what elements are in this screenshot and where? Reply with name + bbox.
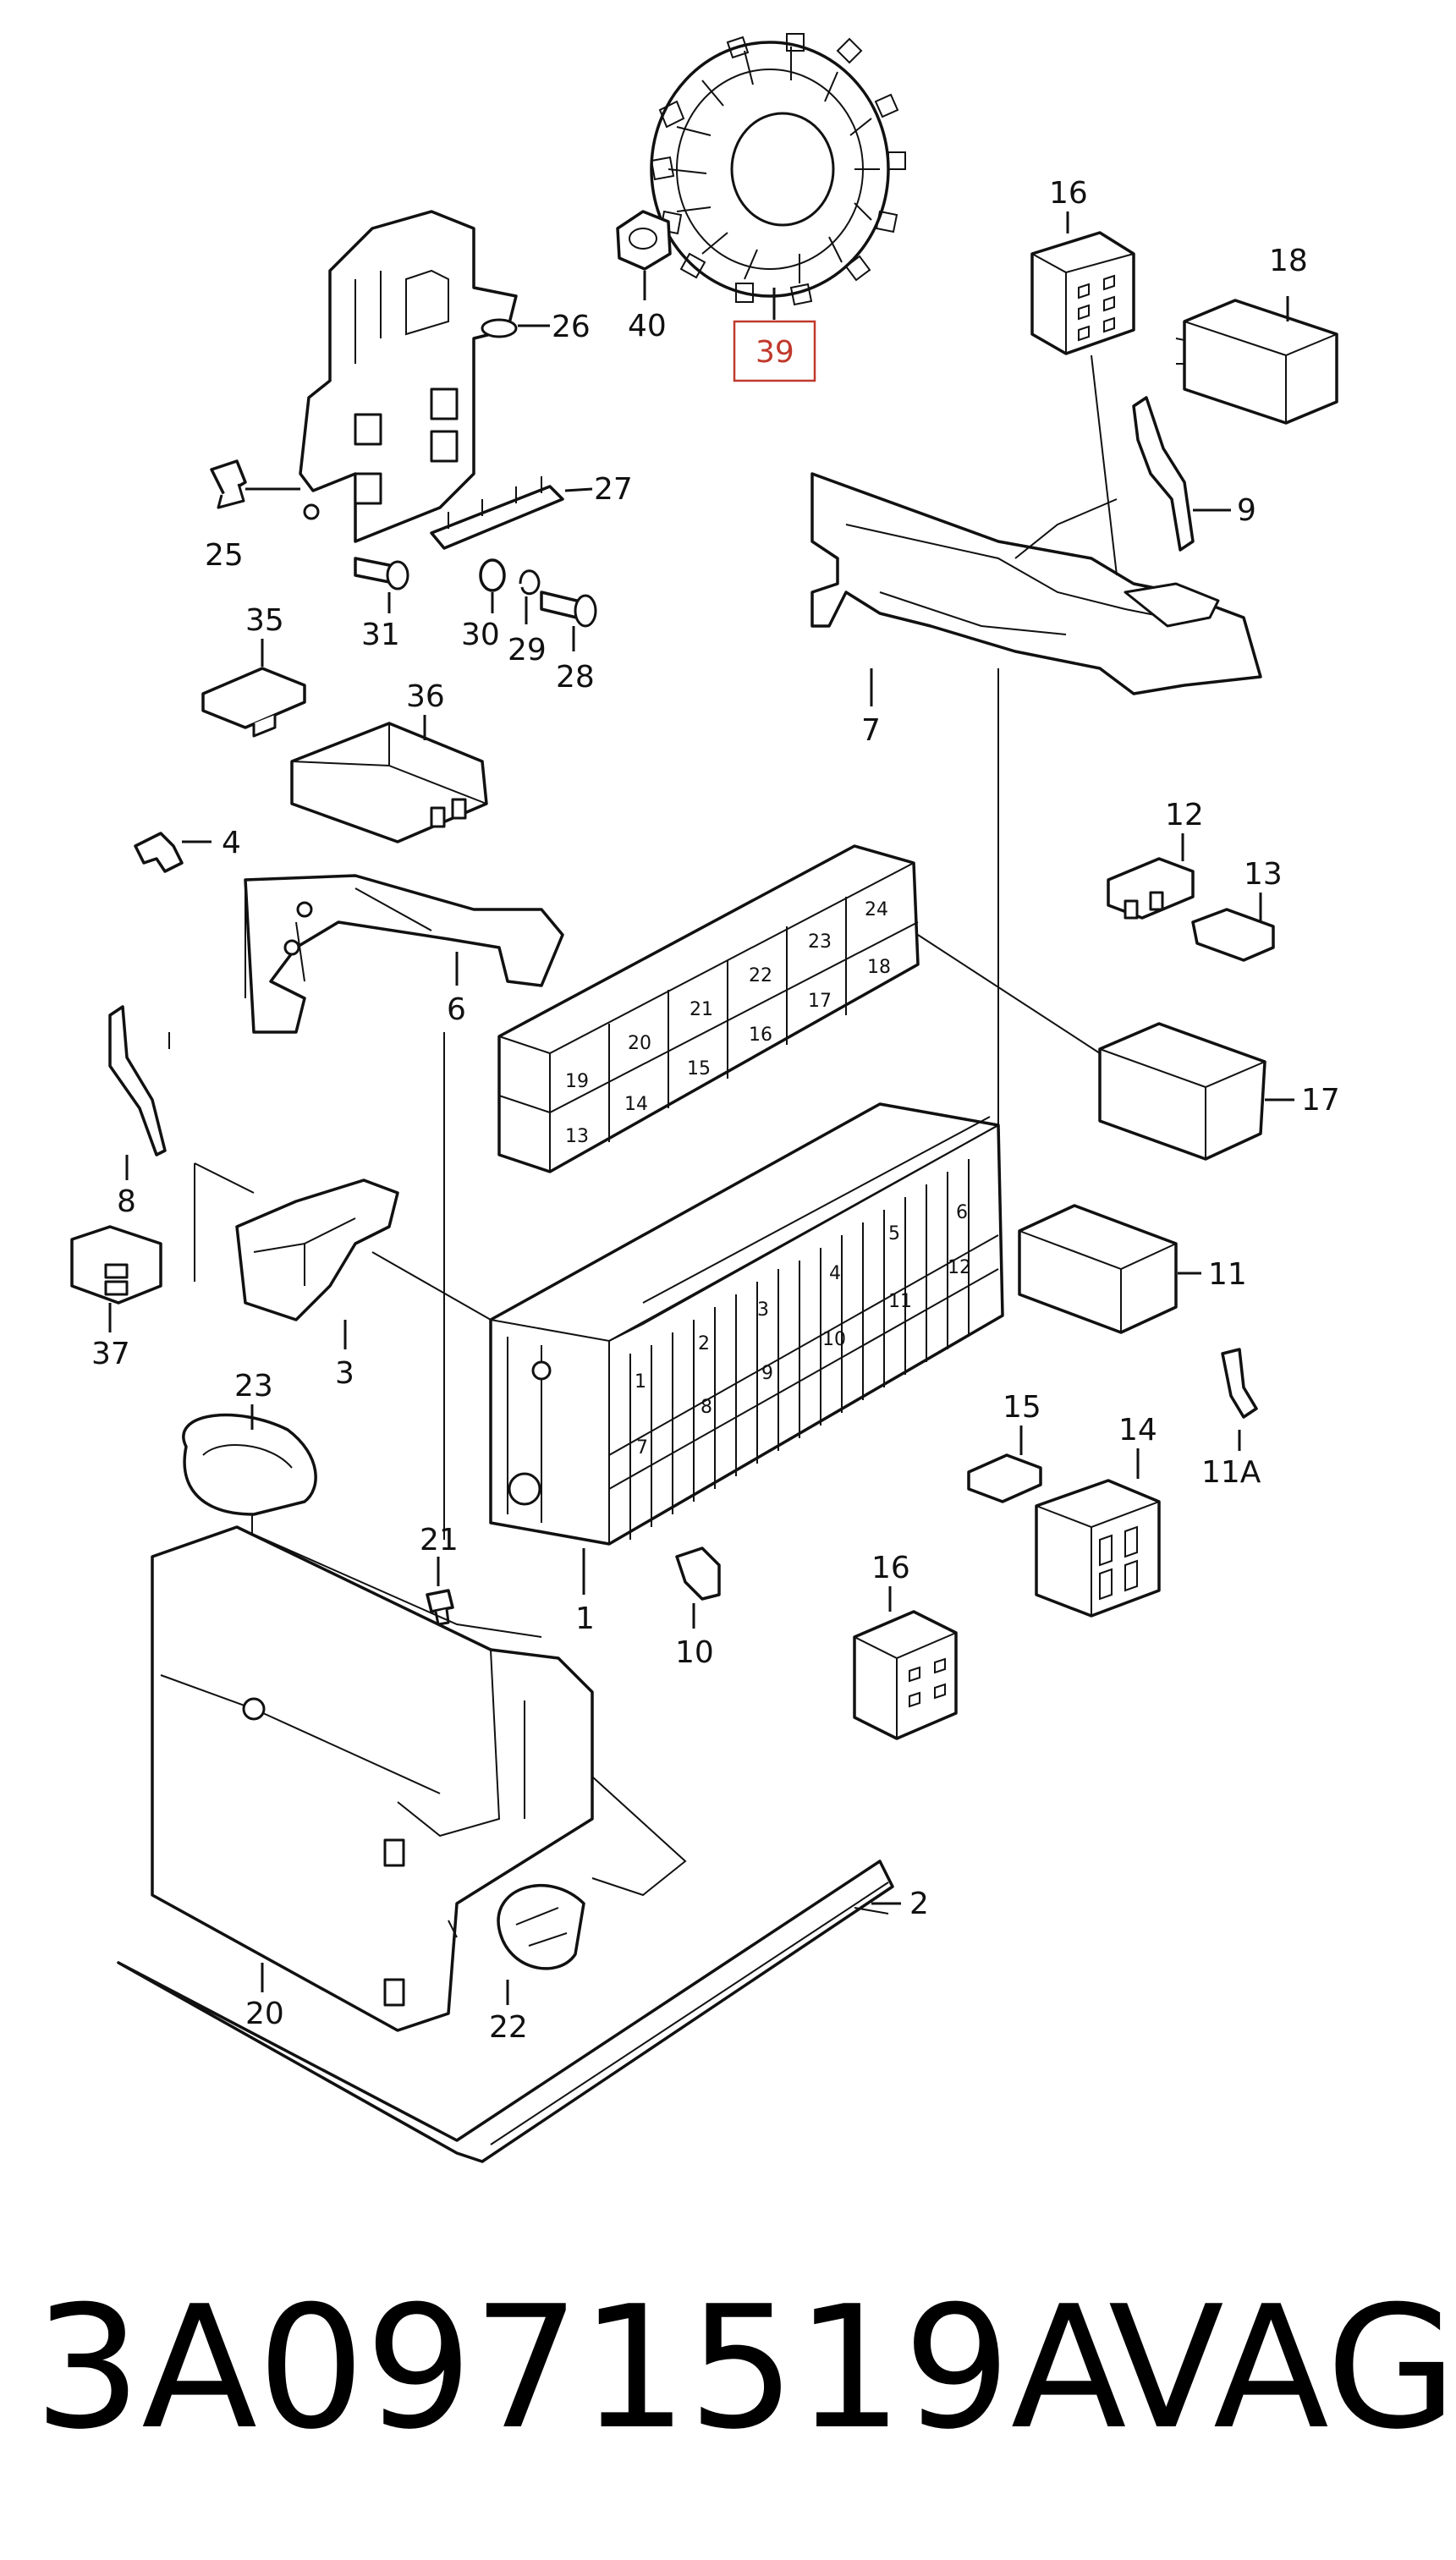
part-4-clip (134, 832, 184, 873)
callout-17: 17 (1301, 1083, 1340, 1118)
callout-11: 11 (1208, 1257, 1247, 1292)
callout-10: 10 (675, 1635, 714, 1670)
highlight-box-39 (733, 320, 816, 382)
relay-slot-21: 21 (690, 999, 713, 1020)
callout-8: 8 (117, 1184, 136, 1219)
relay-slot-22: 22 (749, 965, 772, 986)
callout-39: 39 (755, 335, 794, 370)
callout-23: 23 (234, 1369, 273, 1404)
callout-4: 4 (222, 826, 241, 860)
callout-25: 25 (205, 538, 244, 573)
relay-slot-15: 15 (687, 1058, 711, 1079)
callout-14: 14 (1118, 1413, 1157, 1448)
part-25-clip (210, 459, 247, 509)
callout-36: 36 (406, 679, 445, 714)
fuse-slot-12: 12 (948, 1257, 971, 1278)
brand-name: VAG (1108, 2270, 1456, 2467)
part-35-fuse (201, 667, 306, 738)
part-16-relay-socket-lower (853, 1610, 958, 1740)
callout-7: 7 (861, 713, 881, 748)
part-36-fuse-holder (290, 722, 488, 843)
fuse-slot-5: 5 (888, 1223, 900, 1244)
callout-21: 21 (420, 1523, 459, 1557)
part-10-clip (675, 1546, 721, 1601)
callout-13: 13 (1244, 857, 1283, 892)
part-16-relay-socket-upper (1030, 231, 1135, 355)
relay-slot-18: 18 (867, 957, 891, 978)
callout-2: 2 (909, 1887, 929, 1921)
part-11a-clip (1221, 1348, 1258, 1419)
fuse-slot-7: 7 (636, 1437, 648, 1459)
relay-slot-19: 19 (565, 1071, 589, 1092)
callout-3: 3 (335, 1356, 354, 1391)
callout-28: 28 (556, 660, 595, 695)
callout-22: 22 (489, 2010, 528, 2045)
fuse-slot-1: 1 (635, 1371, 646, 1393)
part-27-strip (430, 476, 564, 550)
callout-16-lower: 16 (871, 1551, 910, 1585)
fuse-slot-2: 2 (698, 1333, 710, 1354)
callout-6: 6 (447, 992, 466, 1027)
callout-30: 30 (461, 618, 500, 652)
part-23-clamp (182, 1413, 317, 1516)
callout-18: 18 (1269, 244, 1308, 278)
part-20-housing (151, 1525, 594, 2032)
relay-slot-16: 16 (749, 1025, 772, 1046)
fuse-slot-10: 10 (822, 1329, 846, 1350)
relay-slot-17: 17 (808, 991, 832, 1012)
part-18-relay (1175, 299, 1338, 425)
part-26-bracket (299, 210, 518, 543)
part-21-screw (426, 1589, 454, 1626)
fuse-slot-4: 4 (829, 1263, 841, 1284)
part-29-spring-washer (519, 569, 541, 596)
part-31-screw (354, 557, 409, 591)
callout-12: 12 (1165, 798, 1204, 832)
callout-26: 26 (552, 310, 591, 344)
part-number: 3A0971519A (34, 2270, 1127, 2467)
part-13-connector (1191, 908, 1275, 962)
fuse-slot-6: 6 (956, 1202, 968, 1223)
callout-16-upper: 16 (1049, 176, 1088, 211)
callout-11a: 11A (1201, 1455, 1261, 1490)
callout-27: 27 (594, 472, 633, 507)
fuse-slot-11: 11 (888, 1291, 912, 1312)
part-11-relay (1018, 1204, 1178, 1334)
callout-1: 1 (575, 1601, 595, 1636)
callout-35: 35 (245, 603, 284, 638)
fuse-slot-3: 3 (757, 1299, 769, 1321)
relay-slot-14: 14 (624, 1094, 648, 1115)
relay-slot-24: 24 (865, 899, 888, 920)
relay-slot-13: 13 (565, 1126, 589, 1147)
callout-9: 9 (1237, 493, 1256, 528)
fuse-slot-8: 8 (701, 1397, 712, 1418)
part-2-tray (117, 1860, 894, 2163)
part-6-bracket (244, 874, 564, 1034)
part-7-bracket (810, 472, 1262, 695)
part-9-bracket (1132, 396, 1195, 552)
relay-slot-23: 23 (808, 931, 832, 953)
part-40-nut (616, 210, 672, 271)
callout-40: 40 (628, 309, 667, 343)
part-12-connector (1107, 857, 1195, 920)
part-22-clamp (497, 1883, 585, 1970)
callout-37: 37 (91, 1337, 130, 1371)
relay-slot-20: 20 (628, 1033, 651, 1054)
part-15-fuse (967, 1453, 1042, 1503)
callout-15: 15 (1003, 1390, 1041, 1425)
part-14-socket (1035, 1479, 1161, 1618)
fuse-slot-9: 9 (761, 1363, 773, 1384)
part-37-connector (70, 1225, 162, 1305)
part-30-washer (479, 558, 506, 592)
part-17-relay (1098, 1022, 1266, 1161)
callout-29: 29 (508, 633, 547, 667)
part-3-bracket (235, 1178, 399, 1321)
part-39-grommet (650, 33, 906, 306)
part-1-relay-panel (489, 844, 1004, 1546)
part-28-bolt (540, 591, 597, 628)
part-8-bracket (108, 1005, 167, 1156)
callout-31: 31 (361, 618, 400, 652)
callout-20: 20 (245, 1997, 284, 2031)
